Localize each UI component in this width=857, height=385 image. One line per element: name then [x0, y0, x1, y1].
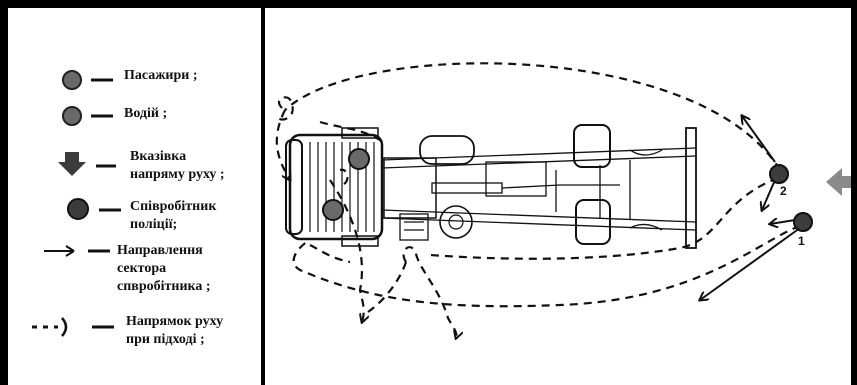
legend-approach-symbol [32, 317, 114, 337]
legend-symbols [32, 70, 121, 337]
police-officer-2-marker [769, 164, 789, 184]
truck-cab [285, 127, 384, 247]
approach-paths [275, 62, 801, 338]
legend-label-police-officer: Співробітник поліції; [130, 199, 217, 232]
frame-right-border [851, 0, 857, 385]
vehicle-approach-diagram: 2 1 [275, 62, 851, 385]
legend-label-approach-direction: Напрямок руху при підході ; [126, 314, 224, 347]
frame-top-border [0, 0, 857, 8]
legend-passenger-symbol [62, 70, 113, 90]
truck-chassis [381, 124, 697, 249]
legend-driver-symbol [62, 106, 113, 126]
officer-1-label: 1 [798, 234, 805, 248]
legend-divider [261, 0, 265, 385]
legend-label-direction-arrow: Вказівка напряму руху ; [130, 149, 225, 182]
legend-label-driver: Водій ; [124, 106, 168, 121]
driver-marker [322, 199, 344, 221]
legend-label-sector-direction: Направлення сектора спвробітника ; [117, 243, 211, 294]
police-officer-1-marker [793, 212, 813, 232]
passenger-marker [348, 148, 370, 170]
officer-sector-arrows [700, 116, 801, 300]
legend-direction-arrow-symbol [58, 152, 116, 176]
legend-sector-symbol [44, 245, 110, 257]
movement-direction-arrow [826, 168, 851, 196]
frame-left-border [0, 0, 8, 385]
legend-label-passengers: Пасажири ; [124, 68, 198, 83]
legend-officer-symbol [67, 198, 121, 220]
officer-2-label: 2 [780, 184, 787, 198]
